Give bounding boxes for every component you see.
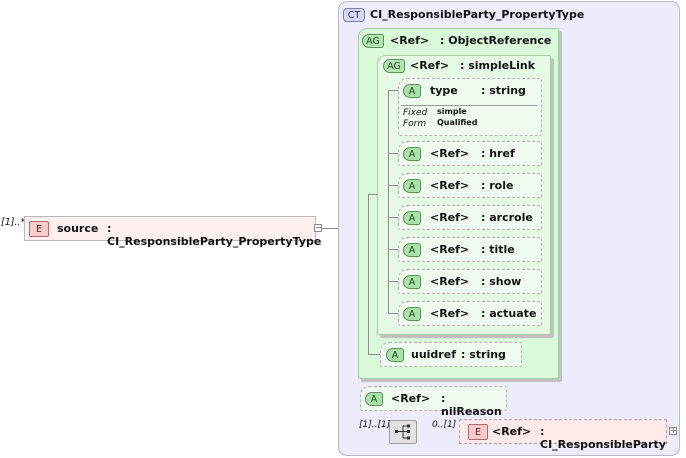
connector-simplelink-vertical bbox=[388, 90, 389, 314]
connector-to-arcrole bbox=[388, 217, 398, 218]
nil-reason-type: : nilReason bbox=[441, 392, 502, 418]
attribute-badge: A bbox=[403, 179, 421, 193]
type-attribute-name: type bbox=[430, 84, 458, 97]
sequence-compositor[interactable] bbox=[389, 420, 417, 444]
source-type: : CI_ResponsibleParty_PropertyType bbox=[107, 222, 322, 248]
sequence-cardinality: [1]..[1] bbox=[359, 420, 391, 430]
responsible-party-cardinality: 0..[1] bbox=[432, 420, 457, 430]
connector-to-href bbox=[388, 153, 398, 154]
responsible-party-type: : CI_ResponsibleParty bbox=[540, 425, 666, 451]
title-type: : title bbox=[481, 243, 515, 256]
connector-to-simplelink bbox=[368, 194, 380, 195]
connector-to-actuate bbox=[388, 313, 398, 314]
connector-to-role bbox=[388, 185, 398, 186]
connector-to-type bbox=[388, 90, 398, 91]
source-element[interactable]: E source : CI_ResponsibleParty_PropertyT… bbox=[24, 216, 321, 248]
actuate-attribute[interactable]: A <Ref> : actuate bbox=[398, 301, 542, 326]
href-attribute[interactable]: A <Ref> : href bbox=[398, 141, 542, 166]
complex-type-title: CI_ResponsibleParty_PropertyType bbox=[370, 8, 585, 21]
nil-reason-attribute[interactable]: A <Ref> : nilReason bbox=[360, 386, 507, 418]
object-reference-type: : ObjectReference bbox=[440, 34, 552, 47]
connector-to-title bbox=[388, 249, 398, 250]
attribute-badge: A bbox=[403, 84, 421, 98]
show-ref: <Ref> bbox=[430, 275, 470, 288]
object-reference-ref: <Ref> bbox=[390, 34, 430, 47]
role-type: : role bbox=[481, 179, 514, 192]
actuate-ref: <Ref> bbox=[430, 307, 470, 320]
source-cardinality: [1]..* bbox=[1, 217, 26, 228]
connector-to-uuidref bbox=[368, 354, 380, 355]
arcrole-type: : arcrole bbox=[481, 211, 533, 224]
form-value: Qualified bbox=[437, 118, 478, 127]
element-badge: E bbox=[29, 221, 49, 237]
element-badge: E bbox=[468, 424, 488, 440]
connector-source-ct bbox=[322, 228, 348, 229]
attribute-badge: A bbox=[403, 147, 421, 161]
type-attribute-divider bbox=[401, 105, 537, 106]
uuidref-attribute[interactable]: A uuidref : string bbox=[380, 342, 522, 367]
uuidref-name: uuidref bbox=[411, 348, 456, 361]
source-name: source bbox=[57, 222, 99, 235]
actuate-type: : actuate bbox=[481, 307, 537, 320]
connector-to-show bbox=[388, 281, 398, 282]
responsible-party-ref: <Ref> bbox=[492, 425, 532, 438]
complex-type-badge: CT bbox=[343, 8, 365, 22]
attribute-badge: A bbox=[403, 243, 421, 257]
href-ref: <Ref> bbox=[430, 147, 470, 160]
role-attribute[interactable]: A <Ref> : role bbox=[398, 173, 542, 198]
attribute-badge: A bbox=[386, 348, 404, 362]
type-attribute-type: : string bbox=[481, 84, 526, 97]
attribute-badge: A bbox=[365, 392, 383, 406]
show-type: : show bbox=[481, 275, 522, 288]
attribute-group-badge: AG bbox=[383, 59, 405, 73]
fixed-label: Fixed bbox=[403, 108, 428, 118]
nil-reason-ref: <Ref> bbox=[391, 392, 431, 405]
role-ref: <Ref> bbox=[430, 179, 470, 192]
href-type: : href bbox=[481, 147, 515, 160]
arcrole-attribute[interactable]: A <Ref> : arcrole bbox=[398, 205, 542, 230]
type-attribute[interactable]: A type : string Fixed simple Form Qualif… bbox=[398, 78, 542, 136]
responsible-party-element[interactable]: E <Ref> : CI_ResponsibleParty bbox=[459, 419, 667, 451]
show-attribute[interactable]: A <Ref> : show bbox=[398, 269, 542, 294]
fixed-value: simple bbox=[437, 107, 467, 116]
arcrole-ref: <Ref> bbox=[430, 211, 470, 224]
simple-link-ref: <Ref> bbox=[410, 59, 450, 72]
simple-link-type: : simpleLink bbox=[460, 59, 536, 72]
attribute-group-badge: AG bbox=[362, 34, 384, 48]
attribute-badge: A bbox=[403, 307, 421, 321]
responsible-party-expand-icon[interactable]: + bbox=[669, 426, 677, 435]
connector-objectref-vertical bbox=[368, 194, 369, 355]
title-attribute[interactable]: A <Ref> : title bbox=[398, 237, 542, 262]
form-label: Form bbox=[403, 119, 427, 129]
uuidref-type: : string bbox=[461, 348, 506, 361]
sequence-icon bbox=[395, 424, 410, 440]
attribute-badge: A bbox=[403, 275, 421, 289]
attribute-badge: A bbox=[403, 211, 421, 225]
source-collapse-icon[interactable]: − bbox=[314, 223, 322, 232]
title-ref: <Ref> bbox=[430, 243, 470, 256]
